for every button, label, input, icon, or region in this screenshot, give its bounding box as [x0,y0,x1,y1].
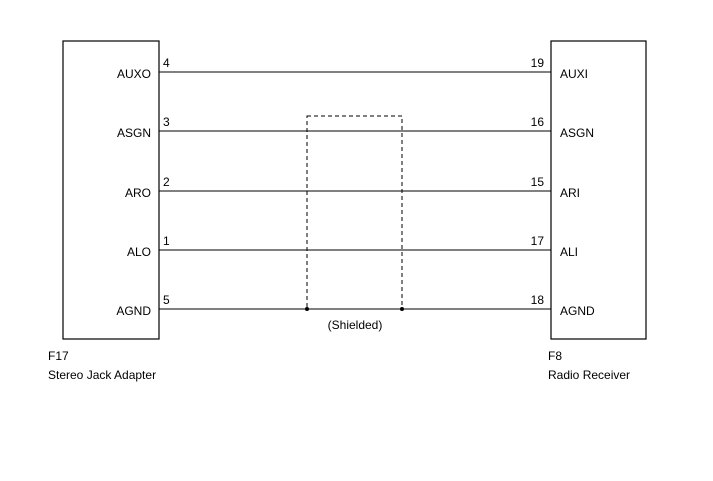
right-pin-labels: AUXI ASGN ARI ALI AGND [560,67,595,318]
right-pin-label: AGND [560,304,595,318]
left-pin-label: AUXO [117,67,151,81]
right-pin-number: 17 [531,234,545,248]
right-connector-code: F8 [548,349,562,363]
right-connector-name: Radio Receiver [548,368,630,382]
right-pin-label: ARI [560,186,580,200]
left-pin-number: 1 [163,234,170,248]
right-pin-label: AUXI [560,67,588,81]
left-pin-label: ALO [127,245,151,259]
shield-junction-left [305,307,309,311]
left-connector-code: F17 [48,349,69,363]
left-pin-labels: AUXO ASGN ARO ALO AGND [116,67,151,318]
right-pin-label: ASGN [560,126,594,140]
shield-outline [306,115,403,310]
right-pin-label: ALI [560,245,578,259]
wires [159,71,551,310]
left-pin-numbers: 4 3 2 1 5 [163,56,170,307]
left-pin-number: 5 [163,293,170,307]
right-pin-number: 19 [531,56,545,70]
left-pin-label: ARO [125,186,151,200]
left-pin-number: 4 [163,56,170,70]
left-connector-name: Stereo Jack Adapter [48,368,156,382]
right-pin-number: 15 [531,175,545,189]
left-pin-number: 3 [163,115,170,129]
right-pin-number: 16 [531,115,545,129]
left-pin-label: AGND [116,304,151,318]
left-pin-label: ASGN [117,126,151,140]
right-pin-number: 18 [531,293,545,307]
left-pin-number: 2 [163,175,170,189]
radio-receiver-box [550,40,647,340]
shield-junction-right [400,307,404,311]
stereo-jack-adapter-box [62,40,160,340]
shield-label: (Shielded) [328,318,383,332]
right-pin-numbers: 19 16 15 17 18 [531,56,545,307]
